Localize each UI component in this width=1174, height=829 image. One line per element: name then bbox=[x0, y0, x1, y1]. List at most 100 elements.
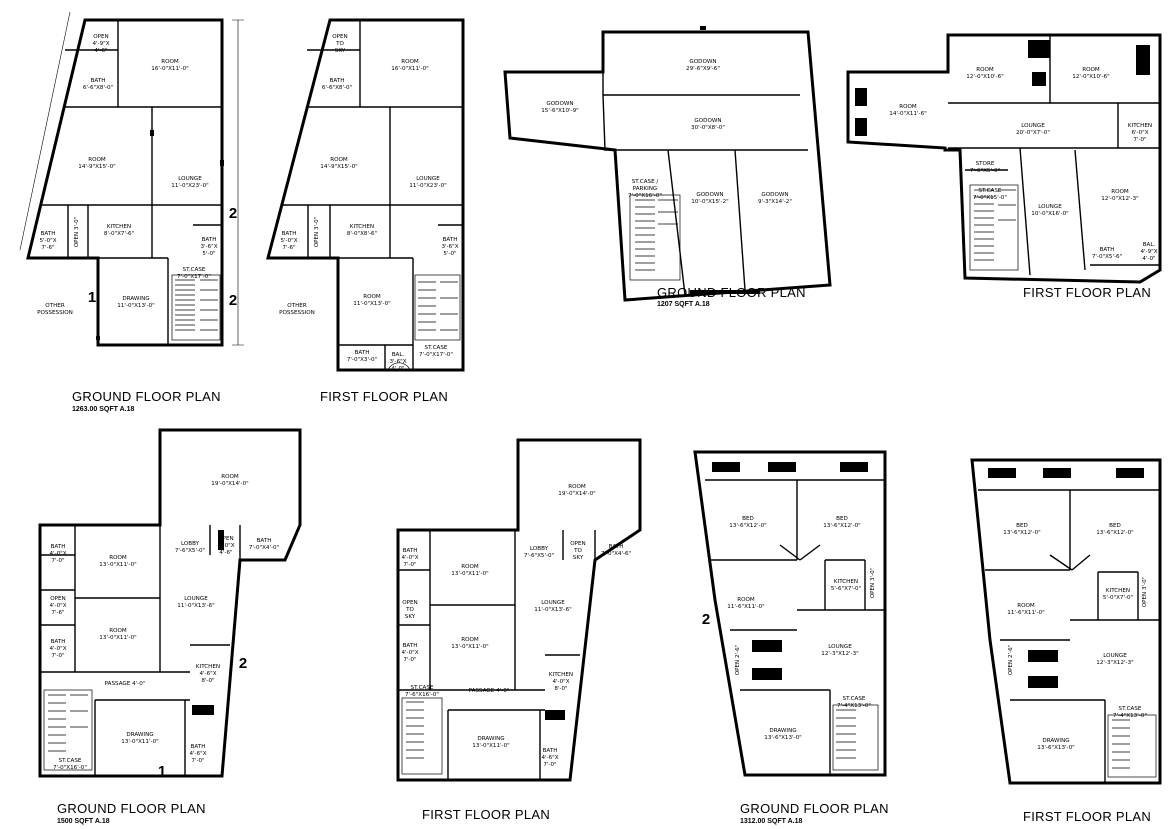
room-size: 5'-0"X7'-0" bbox=[1103, 595, 1134, 601]
room-size: 13'-6"X12'-0" bbox=[823, 523, 861, 529]
room-size: 11'-6"X11'-0" bbox=[727, 604, 765, 610]
room-name: BATH bbox=[403, 548, 418, 554]
section-mark-2: 2 bbox=[229, 205, 237, 222]
room-name: KITCHEN bbox=[350, 224, 374, 230]
room-name: ST.CASE /PARKING bbox=[632, 179, 659, 192]
room-name: ROOM bbox=[461, 637, 479, 643]
room-name: ROOM bbox=[221, 474, 239, 480]
section-mark-5: 1 bbox=[158, 763, 166, 780]
room-size: 7'-0"X17'-0" bbox=[177, 274, 211, 280]
room-size: 14'-0"X11'-6" bbox=[889, 111, 927, 117]
room-size: 11'-0"X23'-0" bbox=[409, 183, 447, 189]
room-name: ST.CASE bbox=[425, 345, 448, 351]
room-name: ST.CASE bbox=[979, 188, 1002, 194]
room-name: ROOM bbox=[109, 628, 127, 634]
room-name: KITCHEN bbox=[196, 664, 220, 670]
plan-5-title: GROUND FLOOR PLAN bbox=[57, 801, 206, 816]
plan-1-area: 1263.00 SQFT A.18 bbox=[72, 406, 134, 413]
room-size: 6'-6"X8'-0" bbox=[83, 85, 114, 91]
room-name: ST.CASE bbox=[1119, 706, 1142, 712]
room-size: 10'-0"X15'-2" bbox=[691, 199, 729, 205]
room-size: 12'-3"X12'-3" bbox=[821, 651, 859, 657]
room-name: ST.CASE bbox=[59, 758, 82, 764]
room-size: 7'-0"X16'-0" bbox=[628, 193, 662, 199]
plan-3-area: 1207 SQFT A.18 bbox=[657, 301, 710, 308]
plan-7-title: GROUND FLOOR PLAN bbox=[740, 801, 889, 816]
room-size: 7'-0"X16'-0" bbox=[53, 765, 87, 771]
room-size: 7'-0"X5'-0" bbox=[970, 168, 1001, 174]
room-size: 7'-6"X16'-0" bbox=[405, 692, 439, 698]
room-name: KITCHEN bbox=[834, 579, 858, 585]
room-name: ROOM bbox=[461, 564, 479, 570]
room-name: ROOM bbox=[1017, 603, 1035, 609]
room-name: BATH bbox=[330, 78, 345, 84]
room-name: LOBBY bbox=[181, 541, 200, 547]
room-size: 5'-6"X7'-0" bbox=[831, 586, 862, 592]
room-name: BED bbox=[1109, 523, 1121, 529]
room-name: ST.CASE bbox=[411, 685, 434, 691]
room-name: BATH bbox=[51, 544, 66, 550]
room-name: DRAWING bbox=[769, 728, 796, 734]
room-size: 11'-0"X13'-6" bbox=[534, 607, 572, 613]
room-name: BATH bbox=[443, 237, 458, 243]
room-name: ROOM bbox=[401, 59, 419, 65]
plan-7-ground-floor bbox=[693, 450, 887, 777]
room-size: 14'-9"X15'-0" bbox=[320, 164, 358, 170]
room-name: BAL. bbox=[392, 352, 405, 358]
room-name: ROOM bbox=[568, 484, 586, 490]
room-size: 11'-0"X13'-0" bbox=[117, 303, 155, 309]
room-size: 19'-0"X14'-0" bbox=[558, 491, 596, 497]
plan-2-first-floor bbox=[266, 18, 465, 372]
plan-1-title: GROUND FLOOR PLAN bbox=[72, 389, 221, 404]
room-name: ST.CASE bbox=[843, 696, 866, 702]
room-name: BED bbox=[742, 516, 754, 522]
room-name: KITCHEN bbox=[107, 224, 131, 230]
room-size: 29'-6"X9'-6" bbox=[686, 66, 720, 72]
plan-5-area: 1500 SQFT A.18 bbox=[57, 818, 110, 825]
room-size: 7'-0"X4'-6" bbox=[601, 551, 632, 557]
room-name: BED bbox=[836, 516, 848, 522]
room-name: LOUNGE bbox=[1021, 123, 1045, 129]
room-size: 13'-6"X12'-0" bbox=[1096, 530, 1134, 536]
plan-7-area: 1312.00 SQFT A.18 bbox=[740, 818, 802, 825]
room-name: BATH bbox=[403, 643, 418, 649]
room-size: 13'-0"X11'-0" bbox=[121, 739, 159, 745]
room-name: OPEN 3'-0" bbox=[1142, 576, 1148, 607]
room-size: 13'-0"X11'-0" bbox=[472, 743, 510, 749]
room-name: LOUNGE bbox=[184, 596, 208, 602]
room-size: 30'-0"X8'-0" bbox=[691, 125, 725, 131]
plan-2-title: FIRST FLOOR PLAN bbox=[320, 389, 448, 404]
room-name: BATH bbox=[1100, 247, 1115, 253]
plan-8-first-floor bbox=[970, 458, 1162, 785]
room-size: 7'-4"X13'-0" bbox=[1113, 713, 1147, 719]
room-name: LOBBY bbox=[530, 546, 549, 552]
room-name: LOUNGE bbox=[541, 600, 565, 606]
room-size: 20'-0"X7'-0" bbox=[1016, 130, 1050, 136]
room-name: BATH bbox=[51, 639, 66, 645]
room-size: 13'-6"X13'-0" bbox=[764, 735, 802, 741]
plan-3-ground-floor bbox=[503, 26, 832, 302]
room-name: OPEN bbox=[93, 34, 109, 40]
room-size: 12'-0"X10'-6" bbox=[966, 74, 1004, 80]
room-size: 7'-6"X5'-0" bbox=[524, 553, 555, 559]
room-name: OPEN bbox=[50, 596, 66, 602]
room-name: BATH bbox=[91, 78, 106, 84]
room-name: BATH bbox=[355, 350, 370, 356]
room-size: 7'-0"X17'-0" bbox=[419, 352, 453, 358]
room-name: BATH bbox=[282, 231, 297, 237]
room-name: BATH bbox=[609, 544, 624, 550]
section-mark-1: 1 bbox=[88, 289, 96, 306]
room-name: GODOWN bbox=[761, 192, 788, 198]
